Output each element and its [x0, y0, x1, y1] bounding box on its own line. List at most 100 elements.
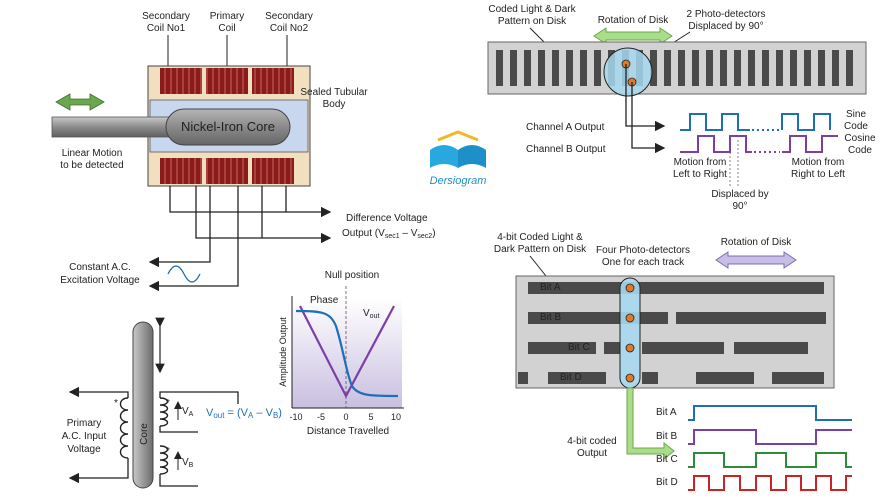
primary-star: *	[114, 398, 118, 409]
channel-b-label: Channel B Output	[526, 144, 606, 155]
right-to-left-l1: Motion from	[792, 157, 845, 168]
rotation-label: Rotation of Disk	[598, 15, 670, 26]
abs-detectors-l2: One for each track	[602, 257, 685, 268]
disk-slot	[762, 50, 769, 86]
channel-b-wave-2	[782, 135, 838, 153]
disk-slot	[846, 50, 853, 86]
bit-b-wave	[688, 429, 852, 445]
channel-a-label: Channel A Output	[526, 122, 605, 133]
null-position-label: Null position	[325, 270, 379, 281]
ac-sine-symbol	[167, 265, 201, 283]
bit-b-output-label: Bit B	[656, 431, 677, 442]
track-bit-a: Bit A	[540, 282, 561, 293]
secondary-coil-2-label-l1: Secondary	[265, 11, 313, 22]
secondary-coil-2-label-l2: Coil No2	[270, 23, 309, 34]
disk-slot	[692, 50, 699, 86]
primary-input-l1: Primary	[67, 418, 101, 429]
disk-slot	[748, 50, 755, 86]
excitation-label-l2: Excitation Voltage	[60, 275, 140, 286]
disk-slot	[734, 50, 741, 86]
photo-detector	[625, 283, 635, 293]
detectors-l2: Displaced by 90°	[688, 21, 763, 32]
x-tick: 0	[343, 412, 348, 422]
track-segment	[734, 342, 808, 354]
track-segment	[642, 342, 724, 354]
detectors-l1: 2 Photo-detectors	[687, 9, 766, 20]
photo-detector	[625, 343, 635, 353]
coded-pattern-l2: Pattern on Disk	[498, 16, 567, 27]
disk-slot	[818, 50, 825, 86]
primary-input-l2: A.C. Input	[62, 431, 107, 442]
vertical-core	[132, 321, 154, 489]
output-plot: Null position Phase Vout Amplitude Outpu…	[278, 270, 404, 437]
x-tick: 10	[391, 412, 401, 422]
disk-slot	[580, 50, 587, 86]
disk-slot	[664, 50, 671, 86]
primary-coil-label-l2: Coil	[218, 23, 235, 34]
channel-a-wave-2	[781, 113, 831, 131]
track-bit-c: Bit C	[568, 342, 590, 353]
core-rod	[51, 116, 173, 138]
photo-detector	[625, 373, 635, 383]
disk-slot	[594, 50, 601, 86]
abs-coded-pattern-l2: Dark Pattern on Disk	[494, 244, 587, 255]
track-segment	[604, 342, 620, 354]
coded-pattern-l1: Coded Light & Dark	[488, 4, 576, 15]
primary-winding	[119, 397, 129, 459]
track-segment	[518, 372, 528, 384]
dersiogram-logo: Dersiogram	[430, 130, 487, 187]
x-tick: -10	[289, 412, 302, 422]
secondary-coil-1-label-l2: Coil No1	[147, 23, 186, 34]
disk-slots	[496, 50, 853, 86]
secondary-a-star: *	[166, 398, 170, 409]
bit-c-wave	[688, 452, 852, 468]
detector-lens	[603, 47, 653, 97]
cosine-code-l1: Cosine	[844, 133, 876, 144]
bit-c-output-label: Bit C	[656, 454, 678, 465]
right-to-left-l2: Right to Left	[791, 169, 845, 180]
left-to-right-l2: Left to Right	[673, 169, 727, 180]
disk-slot	[790, 50, 797, 86]
disk-slot	[510, 50, 517, 86]
secondary-coil-1-bottom	[160, 158, 202, 184]
x-tick: -5	[317, 412, 325, 422]
track-bit-b: Bit B	[540, 312, 561, 323]
logo-text: Dersiogram	[430, 175, 487, 187]
bit-a-output-label: Bit A	[656, 407, 677, 418]
left-to-right-l1: Motion from	[674, 157, 727, 168]
diff-voltage-label-l2: Output (Vsec1 – Vsec2)	[342, 228, 436, 240]
track-segment	[528, 282, 824, 294]
lvdt-schematic: Core * Primary A.C. Input Voltage * * VA…	[62, 317, 282, 489]
incremental-encoder: Coded Light & Dark Pattern on Disk Rotat…	[487, 4, 876, 212]
sine-code-l1: Sine	[846, 109, 866, 120]
channel-b-wave-1	[680, 135, 752, 153]
excitation-label-l1: Constant A.C.	[69, 262, 131, 273]
abs-coded-disk	[515, 275, 835, 389]
bit-a-wave	[688, 405, 852, 421]
track-segment	[676, 312, 826, 324]
secondary-b-star: *	[166, 446, 170, 457]
disk-slot	[804, 50, 811, 86]
phase-curve	[295, 309, 399, 398]
disk-slot	[496, 50, 503, 86]
track-bit-d: Bit D	[560, 372, 582, 383]
disk-tracks	[518, 282, 826, 384]
diff-voltage-label-l1: Difference Voltage	[346, 213, 428, 224]
displaced-l2: 90°	[732, 201, 747, 212]
body-label-l1: Sealed Tubular	[300, 87, 368, 98]
motion-label-l1: Linear Motion	[62, 148, 123, 159]
abs-detectors-l1: Four Photo-detectors	[596, 245, 690, 256]
absolute-encoder: 4-bit Coded Light & Dark Pattern on Disk…	[494, 232, 852, 491]
bit-d-output-label: Bit D	[656, 477, 678, 488]
track-segment	[642, 372, 658, 384]
secondary-coil-2-bottom	[252, 158, 294, 184]
abs-output-arrow	[626, 387, 675, 461]
motion-label-l2: to be detected	[60, 160, 123, 171]
track-segment	[528, 342, 596, 354]
rotation-arrow	[593, 27, 673, 45]
secondary-coil-1-top	[160, 68, 202, 94]
vout-curve	[299, 305, 395, 399]
cosine-code-l2: Code	[848, 145, 872, 156]
x-axis-label: Distance Travelled	[307, 426, 389, 437]
